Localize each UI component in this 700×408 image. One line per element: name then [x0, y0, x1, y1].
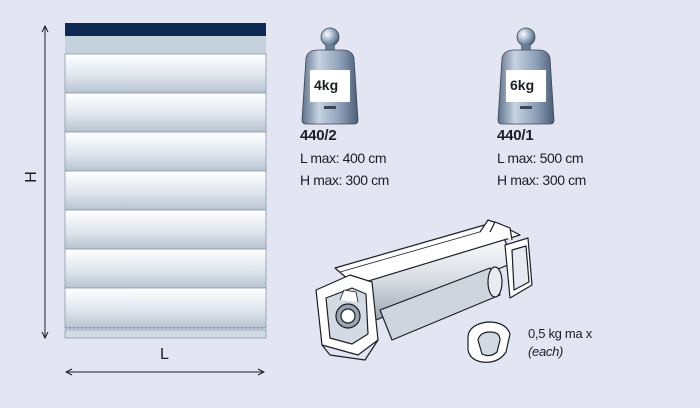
weight-badge: 4kg: [314, 77, 339, 93]
curtain-panel: [64, 23, 267, 339]
head-rail: [65, 23, 266, 36]
weight-badge: 6kg: [510, 77, 535, 93]
length-max: L max: 400 cm: [300, 150, 387, 166]
clip-note: (each): [528, 344, 564, 359]
bottom-rail: [64, 329, 267, 339]
slat: [64, 53, 267, 94]
height-max: H max: 300 cm: [300, 172, 389, 188]
weight-icon: [301, 27, 359, 125]
slat: [64, 248, 267, 289]
top-strip: [65, 36, 266, 54]
slat: [64, 209, 267, 250]
slat: [64, 92, 267, 133]
height-label: H: [22, 171, 40, 183]
clip-icon: [467, 321, 511, 363]
weight-icon: [497, 27, 555, 125]
slat: [64, 287, 267, 329]
model-name: 440/1: [497, 127, 534, 144]
slat: [64, 170, 267, 211]
height-max: H max: 300 cm: [497, 172, 586, 188]
length-label: L: [160, 346, 169, 363]
motor-unit-icon: [315, 219, 533, 361]
clip-weight: 0,5 kg ma x: [528, 326, 592, 341]
model-name: 440/2: [300, 127, 337, 144]
length-max: L max: 500 cm: [497, 150, 584, 166]
slat: [64, 131, 267, 172]
